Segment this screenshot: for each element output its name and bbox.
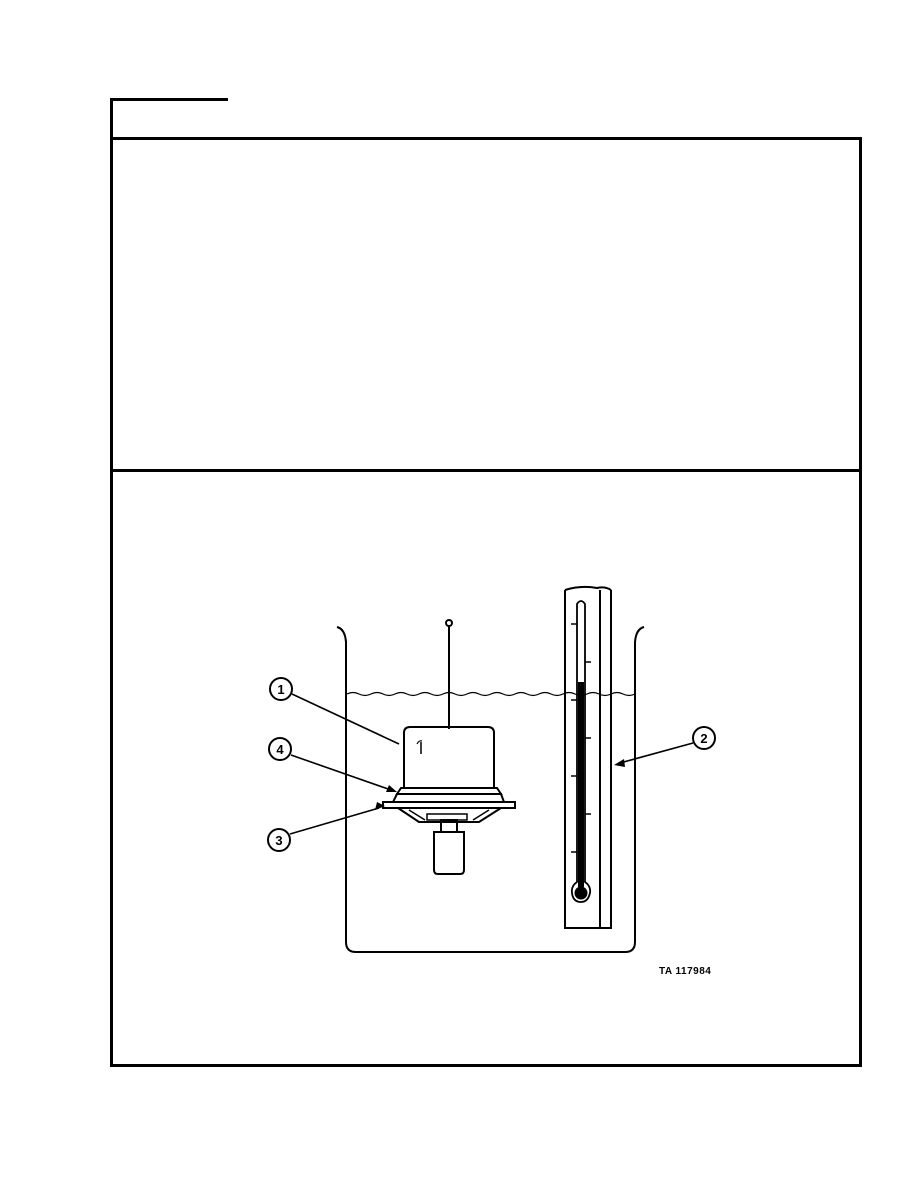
callout-3: 3 bbox=[267, 802, 385, 852]
panel-divider bbox=[113, 469, 859, 472]
figure-panel: 1 4 3 2 bbox=[113, 472, 859, 1067]
callout-4: 4 bbox=[268, 737, 397, 792]
beaker-icon bbox=[336, 626, 645, 953]
page-frame: 1 4 3 2 bbox=[110, 137, 862, 1067]
text-panel bbox=[113, 140, 859, 469]
callout-3-label: 3 bbox=[275, 833, 282, 848]
figure-id: TA 117984 bbox=[659, 966, 711, 977]
thermostat-icon bbox=[382, 619, 516, 875]
callout-4-label: 4 bbox=[276, 742, 284, 757]
thermometer-icon bbox=[564, 585, 612, 929]
header-tab-edge bbox=[110, 98, 113, 140]
callout-1: 1 bbox=[269, 677, 400, 745]
callout-2: 2 bbox=[614, 726, 716, 767]
header-tab-rule bbox=[110, 98, 228, 101]
thermostat-test-illustration: 1 4 3 2 bbox=[267, 585, 716, 977]
callout-1-label: 1 bbox=[277, 682, 284, 697]
callout-2-label: 2 bbox=[700, 731, 707, 746]
